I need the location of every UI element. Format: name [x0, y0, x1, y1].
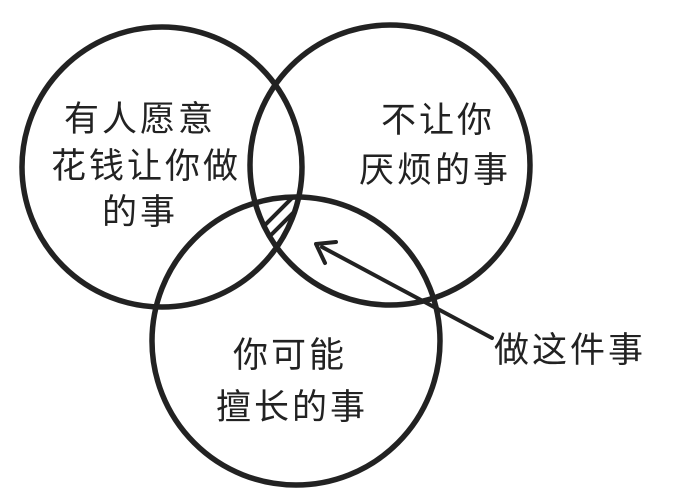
left-circle-label-line-1: 有人愿意 [64, 100, 216, 140]
right-circle-label-line-2: 厌烦的事 [359, 151, 511, 191]
left-circle [19, 24, 305, 310]
right-circle-label-line-1: 不让你 [381, 101, 495, 141]
bottom-circle-label-line-1: 你可能 [233, 336, 347, 376]
bottom-circle-label-line-2: 擅长的事 [216, 388, 368, 428]
intersection-callout-label: 做这件事 [494, 331, 646, 371]
right-circle [247, 22, 533, 308]
bottom-circle [149, 194, 443, 488]
left-circle-label-line-3: 的事 [102, 193, 178, 233]
left-circle-label-line-2: 花钱让你做 [51, 147, 241, 187]
callout-arrow [314, 240, 494, 340]
